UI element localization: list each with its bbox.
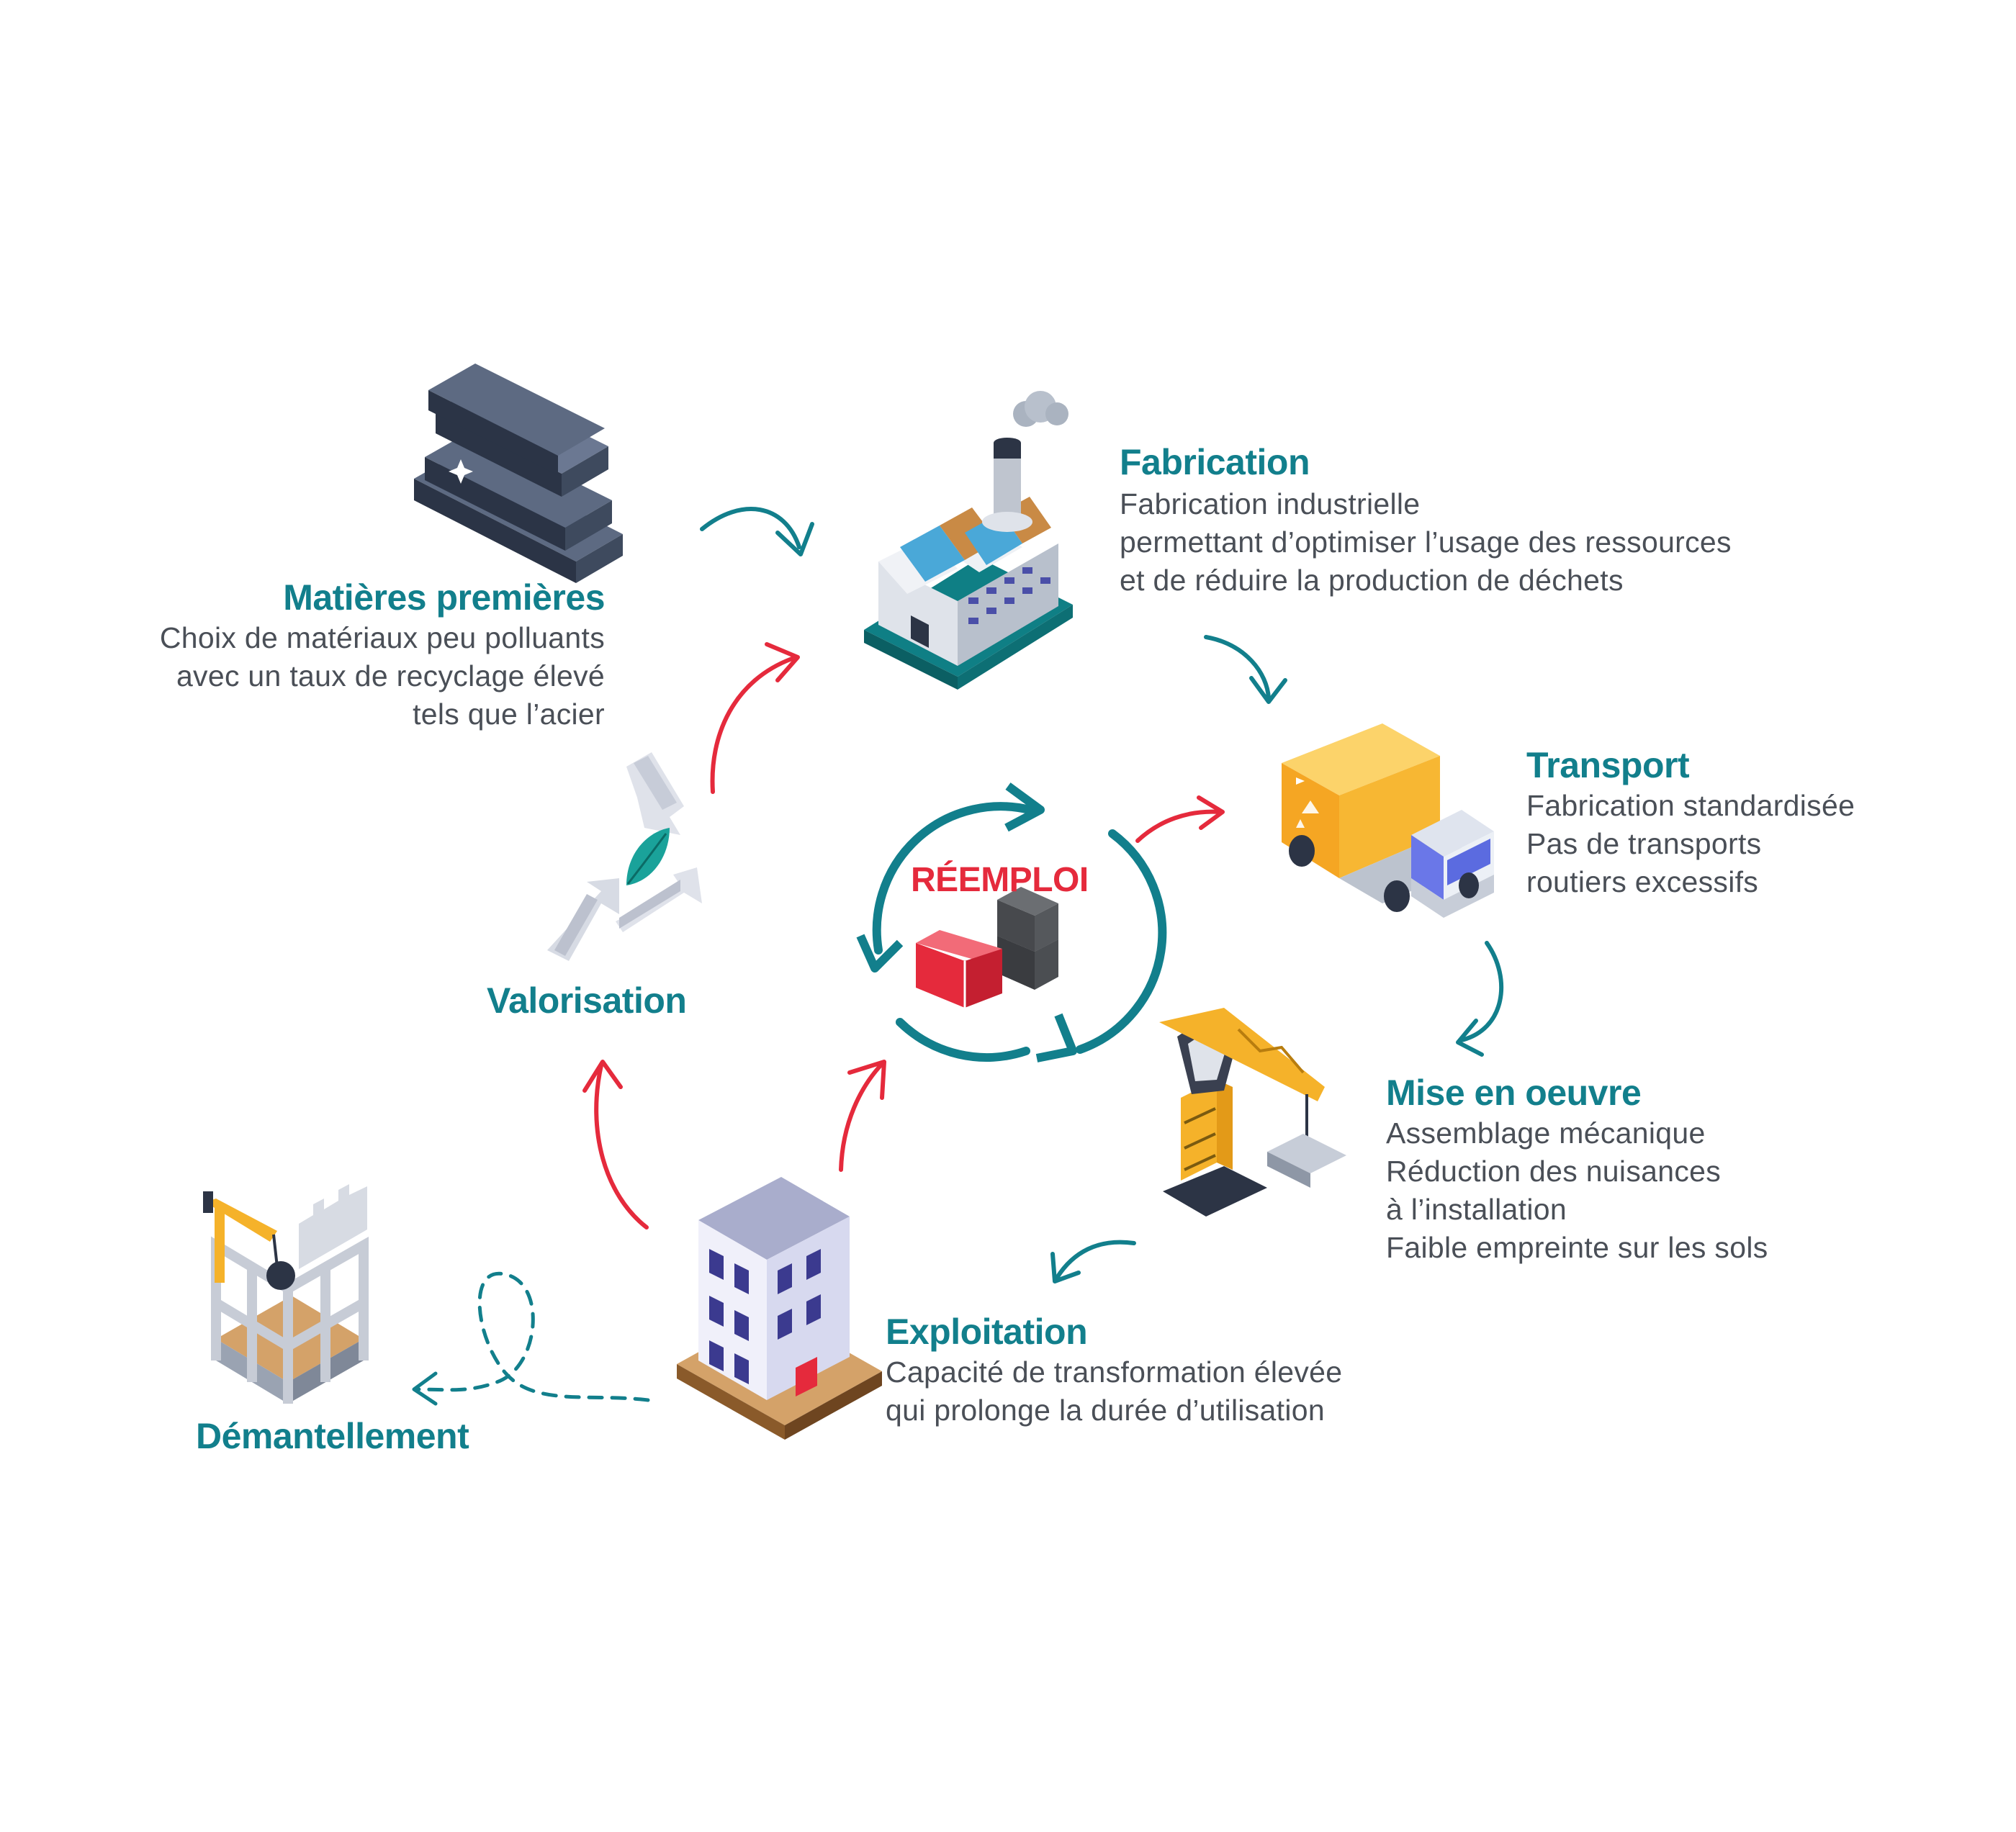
stage-title: Exploitation [886, 1312, 1088, 1352]
arrow-exploitation-to-reemploi [839, 1060, 886, 1172]
stage-title: Fabrication [1120, 442, 1310, 482]
description-line: routiers excessifs [1526, 865, 1759, 898]
stage-fabrication: Fabrication Fabrication industrielle per… [1120, 441, 1732, 600]
stage-title: Matières premières [283, 577, 605, 618]
description-line: Réduction des nuisances [1386, 1155, 1722, 1188]
stage-transport: Transport Fabrication standardisée Pas d… [1526, 744, 1855, 901]
demolition-icon [203, 1184, 369, 1404]
stage-description: Fabrication standardisée Pas de transpor… [1526, 787, 1855, 901]
stage-matieres: Matières premières Choix de matériaux pe… [160, 576, 606, 734]
description-line: Assemblage mécanique [1386, 1116, 1706, 1150]
description-line: tels que l’acier [413, 698, 605, 731]
building-icon [677, 1177, 882, 1440]
description-line: Choix de matériaux peu polluants [159, 621, 605, 654]
arrow-reemploi-to-transport [1135, 795, 1225, 843]
reemploi-cycle-arrows [872, 802, 1167, 1062]
description-line: Fabrication standardisée [1526, 789, 1855, 822]
description-line: qui prolonge la durée d’utilisation [886, 1394, 1325, 1427]
description-line: Faible empreinte sur les sols [1386, 1231, 1768, 1264]
stage-mise-en-oeuvre: Mise en oeuvre Assemblage mécanique Rédu… [1386, 1071, 1768, 1267]
description-line: avec un taux de recyclage élevé [176, 659, 605, 692]
description-line: Fabrication industrielle [1120, 487, 1421, 520]
arrow-demantellement-head [412, 1371, 438, 1406]
factory-icon [864, 391, 1073, 690]
stage-description: Fabrication industrielle permettant d’op… [1120, 485, 1732, 600]
arrow-matieres-to-fabrication [700, 507, 814, 556]
arrow-transport-to-mise [1456, 941, 1504, 1057]
description-line: et de réduire la production de déchets [1120, 564, 1624, 597]
description-line: Capacité de transformation élevée [886, 1355, 1343, 1389]
description-line: à l’installation [1386, 1193, 1567, 1226]
stage-exploitation: Exploitation Capacité de transformation … [886, 1310, 1342, 1430]
arrow-mise-to-exploitation [1050, 1240, 1136, 1283]
stage-description: Assemblage mécanique Réduction des nuisa… [1386, 1114, 1768, 1267]
stage-title: Transport [1526, 745, 1690, 785]
steel-beams-icon [414, 364, 623, 583]
stage-valorisation-title: Valorisation [487, 980, 687, 1021]
crane-icon [1159, 1008, 1346, 1217]
arrow-exploitation-to-demantellement [415, 1271, 650, 1402]
arrow-fabrication-to-transport [1204, 635, 1287, 704]
stage-description: Capacité de transformation élevée qui pr… [886, 1353, 1342, 1430]
arrow-valorisation-to-fabrication [710, 642, 800, 794]
reemploi-arrowheads [856, 782, 1077, 1062]
description-line: permettant d’optimiser l’usage des resso… [1120, 525, 1732, 559]
arrow-exploitation-to-valorisation [582, 1060, 649, 1229]
stage-description: Choix de matériaux peu polluants avec un… [160, 619, 605, 734]
description-line: Pas de transports [1526, 827, 1762, 860]
containers-icon [916, 887, 1058, 1008]
reemploi-title: RÉEMPLOI [911, 861, 1089, 899]
stage-demantellement-title: Démantellement [196, 1416, 469, 1456]
recycle-leaf-icon [547, 752, 702, 961]
stage-title: Mise en oeuvre [1386, 1073, 1642, 1113]
truck-icon [1282, 723, 1494, 918]
